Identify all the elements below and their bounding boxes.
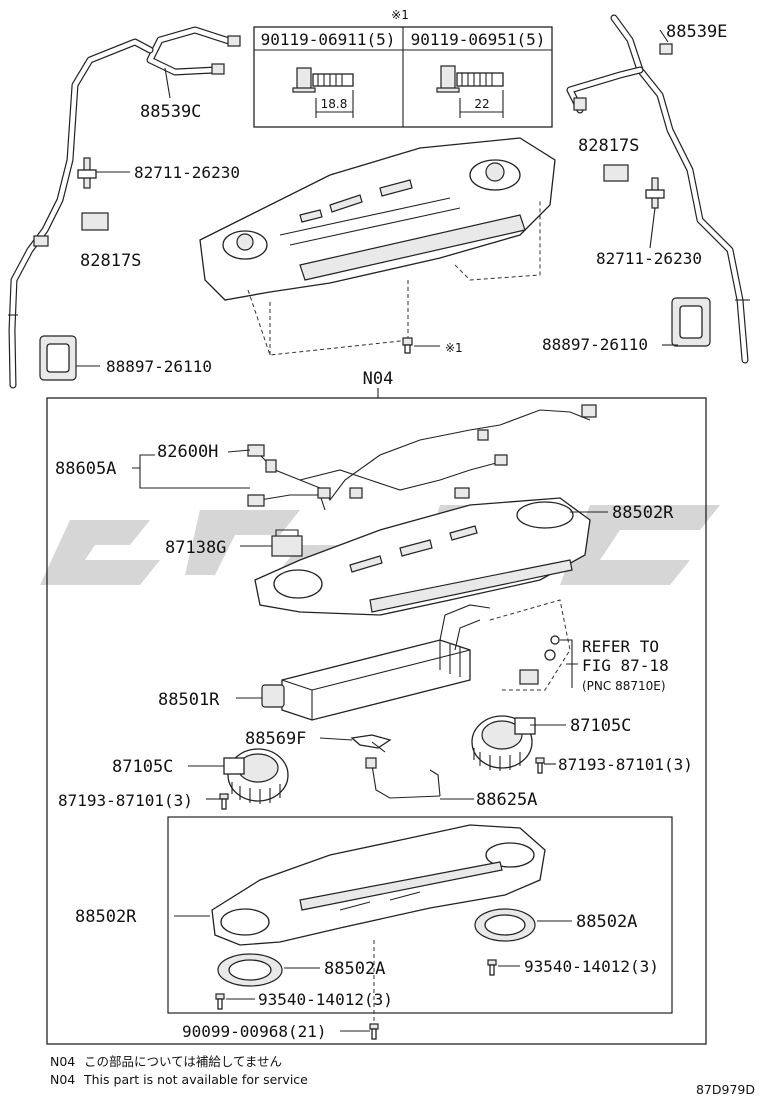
blower-resistor xyxy=(271,529,303,557)
bolt-icon xyxy=(402,337,413,354)
grommet-right xyxy=(671,297,711,347)
hose-right xyxy=(566,14,750,364)
blower-ring-left xyxy=(217,953,283,987)
bolt-table-col1-part: 90119-06911(5) xyxy=(261,30,396,49)
screw-icon xyxy=(219,793,229,810)
expansion-valve xyxy=(519,635,560,685)
top-duct-assembly xyxy=(199,137,556,301)
bolt-table-col2-dim: 22 xyxy=(474,97,489,111)
label-case-lower: 88502R xyxy=(75,907,137,927)
group-code: N04 xyxy=(363,369,394,389)
label-screw-ring-left: 93540-14012(3) xyxy=(258,990,393,1009)
label-hose-left: 88539C xyxy=(140,102,201,122)
evaporator xyxy=(261,604,491,721)
bolt-table-ref-mark: ※1 xyxy=(391,8,409,22)
clamp-right xyxy=(645,177,665,209)
blower-motor-right xyxy=(471,715,536,771)
bolt-table-col2-part: 90119-06951(5) xyxy=(411,30,546,49)
wire-harness xyxy=(247,404,597,511)
label-refer-line2: FIG 87-18 xyxy=(582,656,669,675)
label-resistor: 87138G xyxy=(165,538,226,558)
label-pad-left: 82817S xyxy=(80,251,141,271)
note-en-code: N04 xyxy=(50,1072,75,1087)
label-cover-top: 88502R xyxy=(612,503,674,523)
label-refer-line1: REFER TO xyxy=(582,637,659,656)
label-screw-right: 87193-87101(3) xyxy=(558,755,693,774)
label-clamp-right: 82711-26230 xyxy=(596,249,702,268)
duct-cover-upper xyxy=(254,497,591,616)
lower-case-box xyxy=(167,816,673,1014)
label-evaporator: 88501R xyxy=(158,690,220,710)
label-pad-right: 82817S xyxy=(578,136,639,156)
label-ring-left: 88502A xyxy=(324,959,385,979)
label-screw-ring-right: 93540-14012(3) xyxy=(524,957,659,976)
label-grommet-left: 88897-26110 xyxy=(106,357,212,376)
pad-left xyxy=(81,212,109,231)
note-jp-text: この部品については補給してません xyxy=(84,1054,282,1069)
note-en-text: This part is not available for service xyxy=(83,1072,308,1087)
grommet-left xyxy=(39,335,77,381)
blower-motor-left xyxy=(223,748,289,804)
label-refer-line3: (PNC 88710E) xyxy=(582,679,666,693)
pad-right xyxy=(603,164,629,182)
label-bolt-ref: ※1 xyxy=(445,341,463,355)
drain-pipe xyxy=(365,757,441,799)
screw-icon xyxy=(369,1023,379,1040)
label-screw-case: 90099-00968(21) xyxy=(182,1022,327,1041)
blower-ring-right xyxy=(474,908,536,942)
label-grommet-right: 88897-26110 xyxy=(542,335,648,354)
hose-left xyxy=(8,26,241,389)
flange-bolt-icon xyxy=(436,65,504,93)
note-jp-code: N04 xyxy=(50,1054,75,1069)
label-clamp-left: 82711-26230 xyxy=(134,163,240,182)
label-blower-right: 87105C xyxy=(570,716,631,736)
label-connector: 82600H xyxy=(157,442,218,462)
label-hose-right: 88539E xyxy=(666,22,727,42)
label-blower-left: 87105C xyxy=(112,757,173,777)
screw-icon xyxy=(215,993,225,1010)
bolt-table-col1-dim: 18.8 xyxy=(321,97,348,111)
label-pipe: 88625A xyxy=(476,790,537,810)
label-screw-left: 87193-87101(3) xyxy=(58,791,193,810)
label-sensor: 88569F xyxy=(245,729,306,749)
label-harness: 88605A xyxy=(55,459,116,479)
flange-bolt-icon xyxy=(292,67,354,93)
temperature-sensor xyxy=(350,734,392,753)
bolt-table: ※1 90119-06911(5) 90119-06951(5) 18.8 22 xyxy=(253,8,553,128)
duct-case-lower xyxy=(211,824,546,946)
clamp-left xyxy=(77,157,97,189)
label-ring-right: 88502A xyxy=(576,912,637,932)
screw-icon xyxy=(487,959,497,976)
figure-id: 87D979D xyxy=(696,1082,755,1097)
group-box xyxy=(46,397,707,1045)
screw-icon xyxy=(535,757,545,774)
